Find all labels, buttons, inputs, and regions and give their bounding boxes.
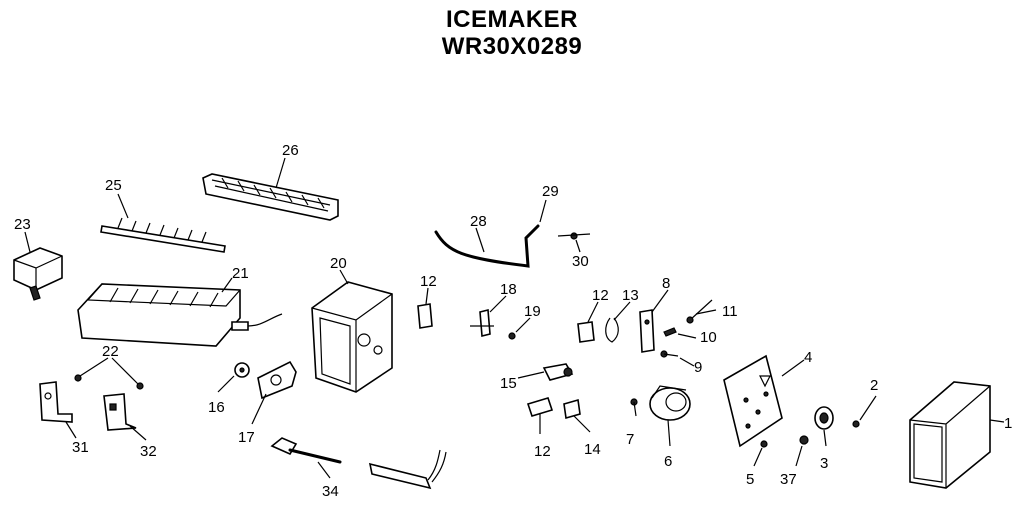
label-23: 23 bbox=[14, 216, 31, 233]
part-37-washer bbox=[799, 435, 809, 445]
label-25: 25 bbox=[105, 177, 122, 194]
part-25-ejector-blade bbox=[100, 217, 226, 253]
label-2: 2 bbox=[870, 377, 878, 394]
label-34: 34 bbox=[322, 483, 339, 500]
label-18: 18 bbox=[500, 281, 517, 298]
part-10-spring bbox=[663, 327, 677, 337]
part-8-lever bbox=[639, 309, 655, 353]
label-26: 26 bbox=[282, 142, 299, 159]
part-11-screw bbox=[686, 299, 713, 324]
label-14: 14 bbox=[584, 441, 601, 458]
label-15: 15 bbox=[500, 375, 517, 392]
label-20: 20 bbox=[330, 255, 347, 272]
label-11: 11 bbox=[722, 303, 738, 320]
label-3: 3 bbox=[820, 455, 828, 472]
part-26-ejector bbox=[202, 173, 339, 221]
part-13-spring bbox=[605, 317, 619, 343]
label-8: 8 bbox=[662, 275, 670, 292]
label-9: 9 bbox=[694, 359, 702, 376]
label-22: 22 bbox=[102, 343, 119, 360]
label-1: 1 bbox=[1004, 415, 1012, 432]
part-31-bracket bbox=[39, 381, 73, 423]
part-12-switch-middle bbox=[577, 321, 595, 343]
part-30-nut bbox=[570, 232, 578, 240]
part-2-screw bbox=[852, 420, 860, 428]
label-4: 4 bbox=[804, 349, 812, 366]
part-32-bracket bbox=[103, 393, 137, 431]
label-19: 19 bbox=[524, 303, 541, 320]
label-6: 6 bbox=[664, 453, 672, 470]
label-17: 17 bbox=[238, 429, 255, 446]
label-21: 21 bbox=[232, 265, 249, 282]
part-12-thermostat-lower bbox=[526, 397, 554, 417]
label-7: 7 bbox=[626, 431, 634, 448]
part-17-cam bbox=[257, 360, 297, 400]
label-13: 13 bbox=[622, 287, 639, 304]
label-30: 30 bbox=[572, 253, 589, 270]
part-12-thermostat-upper bbox=[417, 303, 433, 329]
part-22-screws bbox=[74, 374, 144, 390]
label-16: 16 bbox=[208, 399, 225, 416]
label-37: 37 bbox=[780, 471, 797, 488]
part-15-valve bbox=[542, 363, 574, 381]
part-3-knob bbox=[814, 406, 834, 430]
label-5: 5 bbox=[746, 471, 754, 488]
part-34-wire-harness bbox=[270, 437, 447, 490]
part-19-screw bbox=[508, 332, 516, 340]
diagram-title: ICEMAKER bbox=[445, 6, 578, 33]
part-7-screw bbox=[630, 398, 638, 417]
part-18-bracket bbox=[470, 308, 494, 338]
part-20-housing bbox=[311, 281, 393, 393]
part-5-screw bbox=[760, 440, 768, 448]
label-12-a: 12 bbox=[420, 273, 437, 290]
label-12-c: 12 bbox=[534, 443, 551, 460]
part-21-mold bbox=[77, 283, 283, 347]
label-31: 31 bbox=[72, 439, 89, 456]
part-4-mounting-plate bbox=[723, 354, 783, 448]
part-6-motor bbox=[649, 385, 691, 421]
part-23-cover bbox=[13, 247, 63, 301]
part-28-heater bbox=[434, 224, 540, 268]
label-29: 29 bbox=[542, 183, 559, 200]
label-10: 10 bbox=[700, 329, 717, 346]
label-28: 28 bbox=[470, 213, 487, 230]
part-1-front-cover bbox=[909, 381, 991, 489]
label-12-b: 12 bbox=[592, 287, 609, 304]
part-16-gear bbox=[234, 362, 250, 378]
part-14-clip bbox=[563, 398, 581, 420]
part-9-screw bbox=[660, 350, 679, 358]
model-number: WR30X0289 bbox=[441, 33, 583, 60]
label-32: 32 bbox=[140, 443, 157, 460]
